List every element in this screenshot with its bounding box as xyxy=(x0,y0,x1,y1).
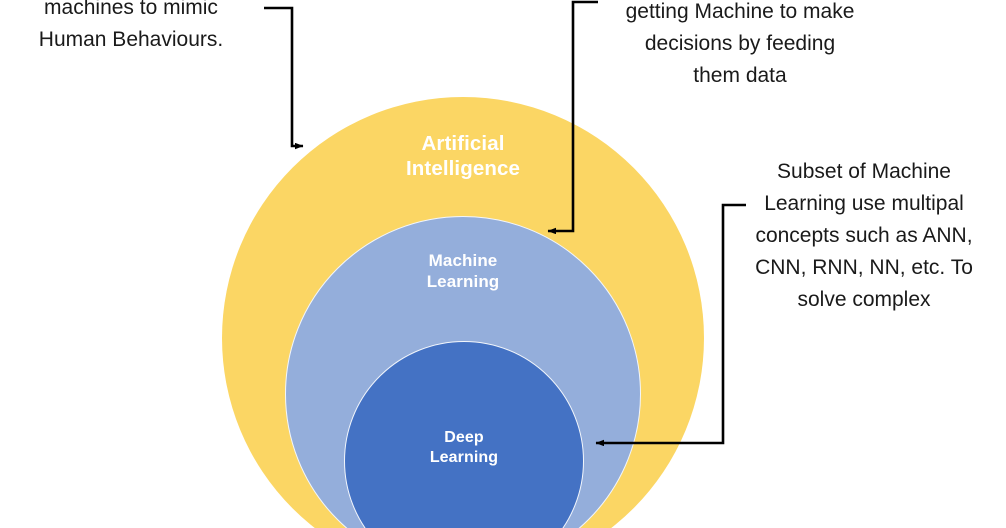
circle-deep-learning: Deep Learning xyxy=(344,341,584,528)
annotation-artificial-intelligence: machines to mimic Human Behaviours. xyxy=(38,0,224,51)
circle-label-machine-learning: Machine Learning xyxy=(426,251,500,291)
connector-ai-leader-line xyxy=(264,6,304,150)
circle-label-deep-learning: Deep Learning xyxy=(429,429,499,466)
circle-label-artificial-intelligence: Artificial Intelligence xyxy=(406,132,520,180)
annotation-machine-learning: getting Machine to make decisions by fee… xyxy=(625,0,855,87)
annotation-deep-learning: Subset of Machine Learning use multipal … xyxy=(755,160,973,311)
